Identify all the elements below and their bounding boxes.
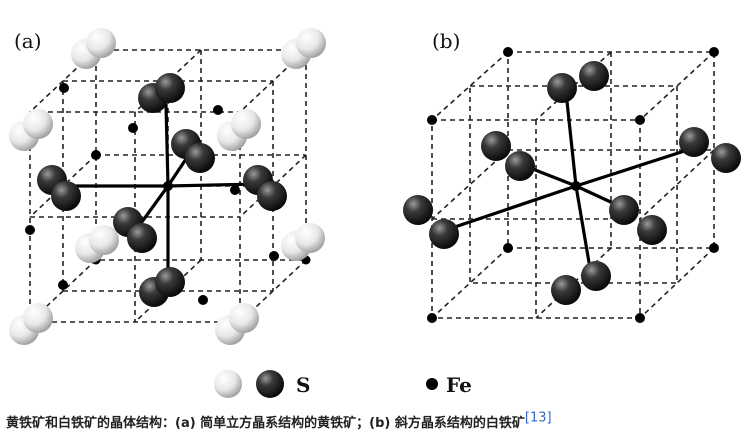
legend-iron-label: Fe [446,373,472,397]
fe-atom [503,47,513,57]
sulfur-atom [155,73,185,103]
fe-atom [635,115,645,125]
sulfur-atom [403,195,433,225]
sulfur-atom [127,223,157,253]
panel-b-s-dark [403,61,741,305]
sulfur-atom [481,131,511,161]
fe-atom [427,115,437,125]
fe-atom [709,243,719,253]
sulfur-atom [257,181,287,211]
panel-a-s-dark [37,73,287,307]
sulfur-atom [155,267,185,297]
sulfur-atom [637,215,667,245]
sulfur-atom-pair-icon [214,370,284,398]
reference-link[interactable]: [13] [524,410,552,426]
fe-atom [427,313,437,323]
sulfur-atom [231,109,261,139]
sulfur-atom [229,303,259,333]
iron-atom-dot-icon [426,378,438,390]
sulfur-atom [86,28,116,58]
sulfur-atom [23,109,53,139]
legend-sulfur-label: S [296,373,310,397]
sulfur-atom [609,195,639,225]
fe-atom [269,251,279,261]
panel-b-label: (b) [432,29,460,53]
sulfur-atom [547,73,577,103]
sulfur-atom [505,151,535,181]
sulfur-atom [711,143,741,173]
sulfur-atom [89,225,119,255]
sulfur-atom [296,28,326,58]
marcasite-orthorhombic-structure: (b) [403,29,741,323]
sulfur-atom [551,275,581,305]
panel-b-bonds [439,91,701,281]
sulfur-atom [429,219,459,249]
sulfur-atom [23,303,53,333]
fe-atom [58,280,68,290]
fe-atom [198,295,208,305]
fe-atom [25,225,35,235]
panel-a-s-light [9,28,326,345]
pyrite-cubic-structure: (a) [9,28,326,345]
sulfur-atom [679,127,709,157]
legend: S Fe [214,370,472,398]
fe-atom [709,47,719,57]
fe-atom [91,150,101,160]
crystal-structure-diagram: (a) [9,28,741,398]
sulfur-atom [51,181,81,211]
fe-atom [503,243,513,253]
sulfur-atom [579,61,609,91]
sulfur-atom [185,143,215,173]
figure-caption: 黄铁矿和白铁矿的晶体结构：(a) 简单立方晶系结构的黄铁矿；(b) 斜方晶系结构… [6,412,746,431]
caption-text: 黄铁矿和白铁矿的晶体结构：(a) 简单立方晶系结构的黄铁矿；(b) 斜方晶系结构… [6,416,525,431]
panel-a-label: (a) [14,29,42,53]
fe-atom [635,313,645,323]
fe-atom [128,123,138,133]
fe-atom [213,105,223,115]
sulfur-atom [581,261,611,291]
fe-atom [59,83,69,93]
sulfur-atom [295,223,325,253]
fe-atom [230,185,240,195]
